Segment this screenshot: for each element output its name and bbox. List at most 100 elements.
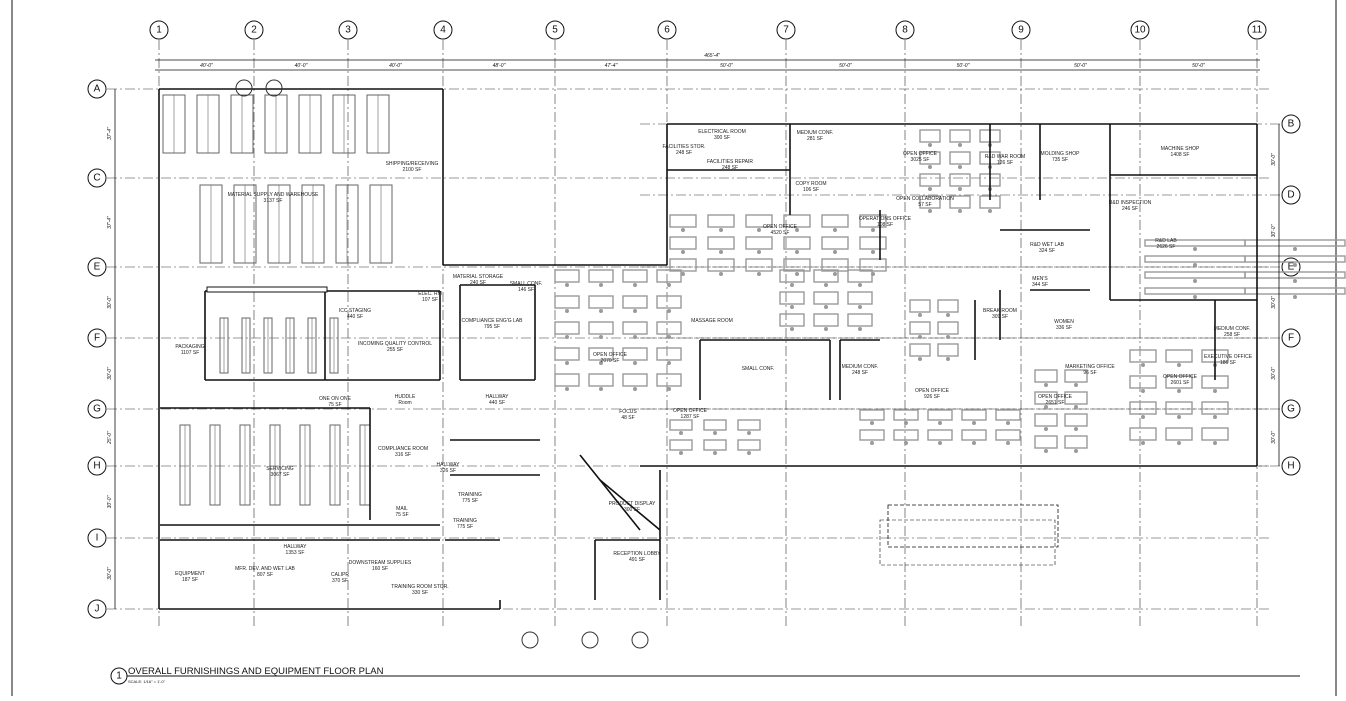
grid-bubble-H (1281, 456, 1301, 476)
room-area: 440 SF (347, 314, 363, 320)
workstation (669, 439, 693, 451)
lab-bench (1244, 287, 1346, 295)
workstation (1165, 427, 1193, 441)
grid-bubble-9 (1011, 20, 1031, 40)
room-name: MASSAGE ROOM (691, 318, 733, 324)
grid-label: G (93, 404, 101, 415)
room-area: 491 SF (629, 557, 645, 563)
room-name: ONE ON ONE (319, 396, 352, 402)
room-name: MOLDING SHOP (1041, 151, 1081, 157)
room-area: 326 SF (440, 468, 456, 474)
workstation (779, 313, 805, 327)
workstation (1129, 401, 1157, 415)
room-area: 258 SF (1224, 332, 1240, 338)
workstation-chair (565, 387, 569, 391)
column-dimension: 50'-0" (957, 63, 970, 69)
grid-bubble-G (87, 399, 107, 419)
workstation-chair (972, 441, 976, 445)
grid-bubble-I (87, 528, 107, 548)
workstation (949, 195, 971, 209)
grid-bubble-E (87, 257, 107, 277)
grid-label: 1 (156, 25, 162, 36)
workstation-chair (1177, 415, 1181, 419)
lab-bench (1244, 271, 1346, 279)
room-area: 187 SF (182, 577, 198, 583)
workstation (1129, 375, 1157, 389)
room-area: 246 SF (1122, 206, 1138, 212)
workstation (669, 214, 697, 228)
workstation-chair (1074, 427, 1078, 431)
room-name: MEN'S (1032, 276, 1048, 282)
lab-bench-chair (1293, 247, 1297, 251)
workstation (937, 343, 959, 357)
workstation-chair (1044, 405, 1048, 409)
workstation-chair (958, 165, 962, 169)
workstation-chair (633, 335, 637, 339)
column-dimension: 40'-0" (389, 63, 402, 69)
workstation-chair (790, 283, 794, 287)
room-name: ELECTRICAL ROOM (698, 129, 746, 135)
room-name: HUDDLE (395, 394, 416, 400)
room-area: 75 SF (395, 512, 408, 518)
column-dimension: 48'-0" (493, 63, 506, 69)
room-area: 108 SF (877, 222, 893, 228)
grid-label: 2 (251, 25, 257, 36)
workstation-chair (928, 143, 932, 147)
grid-bubble-H (87, 456, 107, 476)
column-dimension: 40'-0" (200, 63, 213, 69)
room-area: 3025 SF (911, 157, 930, 163)
workstation (909, 343, 931, 357)
lab-bench-chair (1193, 295, 1197, 299)
workstation-chair (790, 305, 794, 309)
grid-bubble-5 (545, 20, 565, 40)
workstation-chair (833, 228, 837, 232)
room-area: 1408 SF (1171, 152, 1190, 158)
room-area: 926 SF (924, 394, 940, 400)
workstation-chair (667, 283, 671, 287)
tree-icon (631, 631, 649, 649)
workstation (813, 313, 839, 327)
room-name: PRODUCT DISPLAY (609, 501, 656, 507)
tree-icon (521, 631, 539, 649)
workstation (949, 151, 971, 165)
room-area: 96 SF (1083, 370, 1096, 376)
room-area: 1107 SF (181, 350, 200, 356)
grid-bubble-8 (895, 20, 915, 40)
row-dimension: 30'-0" (107, 567, 113, 580)
workstation-chair (757, 228, 761, 232)
room-name: MFR. DEV. AND WET LAB (235, 566, 295, 572)
workstation (813, 269, 839, 283)
workstation-chair (972, 421, 976, 425)
room-area: 3067 SF (271, 472, 290, 478)
workstation (927, 409, 953, 421)
grid-label: 9 (1018, 25, 1024, 36)
room-name: OPEN COLLABORATION (896, 196, 954, 202)
workstation-chair (599, 335, 603, 339)
workstation-chair (667, 387, 671, 391)
workstation (995, 429, 1021, 441)
workstation (893, 409, 919, 421)
workstation-chair (1044, 449, 1048, 453)
workstation-chair (1213, 415, 1217, 419)
room-name: COMPLIANCE ENG'G LAB (462, 318, 524, 324)
workstation (847, 313, 873, 327)
workstation-chair (833, 250, 837, 254)
room-area: 48 SF (621, 415, 634, 421)
room-name: MARKETING OFFICE (1065, 364, 1115, 370)
workstation (919, 151, 941, 165)
room-name: TRAINING (453, 518, 477, 524)
workstation (656, 347, 682, 361)
workstation-chair (565, 361, 569, 365)
workstation (893, 429, 919, 441)
workstation-chair (667, 309, 671, 313)
workstation (1064, 369, 1088, 383)
workstation-chair (904, 441, 908, 445)
workstation (703, 419, 727, 431)
column-dimension: 47'-4" (605, 63, 618, 69)
room-name: MATERIAL STORAGE (453, 274, 504, 280)
workstation (1165, 375, 1193, 389)
workstation-chair (946, 357, 950, 361)
row-dimension: 30'-0" (1271, 153, 1277, 166)
room-area: 107 SF (422, 297, 438, 303)
